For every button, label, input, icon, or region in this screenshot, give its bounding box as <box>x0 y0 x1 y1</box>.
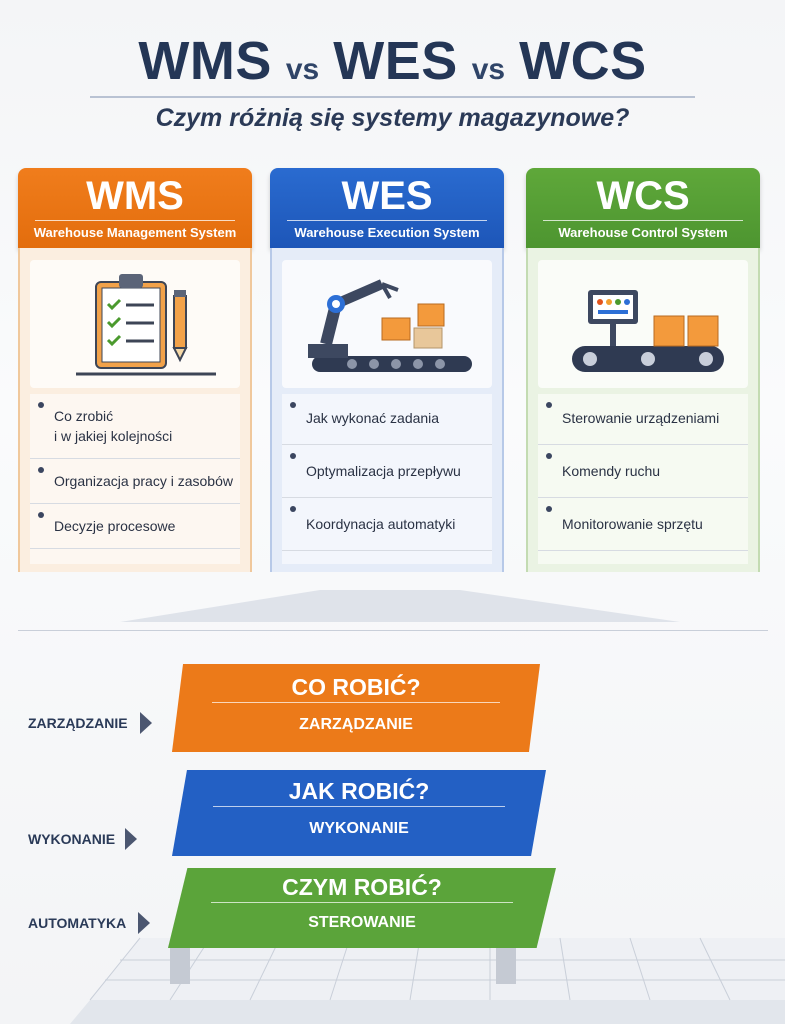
section-rule <box>18 630 768 631</box>
header-divider <box>35 220 235 221</box>
feature-list: Sterowanie urządzeniami Komendy ruchu Mo… <box>538 394 748 564</box>
list-item: Sterowanie urządzeniami <box>538 394 748 445</box>
column-header-wes: WES Warehouse Execution System <box>270 168 504 248</box>
tier-management: CO ROBIĆ? ZARZĄDZANIE <box>172 664 540 752</box>
column-wms: WMS Warehouse Management System <box>18 168 252 572</box>
arrow-right-icon <box>139 712 152 734</box>
tier-divider <box>210 902 514 903</box>
title-wes: WES <box>333 31 458 91</box>
list-item: Koordynacja automatyki <box>282 498 492 551</box>
column-header-wcs: WCS Warehouse Control System <box>526 168 760 248</box>
floor-grid <box>70 937 785 1024</box>
arrow-right-icon <box>138 912 151 934</box>
tier-control: CZYM ROBIĆ? STEROWANIE <box>168 868 556 948</box>
tier-label: STEROWANIE <box>308 914 416 931</box>
page-subtitle: Czym różnią się systemy magazynowe? <box>155 104 630 132</box>
feature-list: Jak wykonać zadania Optymalizacja przepł… <box>282 394 492 564</box>
tier-divider <box>212 702 500 703</box>
tier-question: JAK ROBIĆ? <box>288 778 430 804</box>
list-item: Optymalizacja przepływu <box>282 445 492 498</box>
tier-question: CO ROBIĆ? <box>291 674 421 700</box>
side-label-execution: WYKONANIE <box>28 828 138 850</box>
side-label-text: AUTOMATYKA <box>28 915 127 931</box>
list-item: Decyzje procesowe <box>30 504 240 549</box>
tier-question: CZYM ROBIĆ? <box>282 874 442 900</box>
page-title: WMS vs WES vs WCS <box>0 30 785 96</box>
side-label-management: ZARZĄDZANIE <box>28 712 152 734</box>
robot-arm-conveyor-icon <box>282 260 492 388</box>
tier-label: ZARZĄDZANIE <box>299 716 413 733</box>
column-full-name: Warehouse Execution System <box>294 225 480 240</box>
list-item: Organizacja pracy i zasobów <box>30 459 240 504</box>
list-item: Komendy ruchu <box>538 445 748 498</box>
header-divider <box>287 220 487 221</box>
header-divider <box>543 220 743 221</box>
side-label-automation: AUTOMATYKA <box>28 912 151 934</box>
title-vs-2: vs <box>471 53 506 86</box>
column-full-name: Warehouse Control System <box>558 225 728 240</box>
side-label-text: ZARZĄDZANIE <box>28 715 128 731</box>
list-item: Monitorowanie sprzętu <box>538 498 748 551</box>
title-divider <box>90 96 695 98</box>
column-header-wms: WMS Warehouse Management System <box>18 168 252 248</box>
title-wcs: WCS <box>519 31 647 91</box>
clipboard-checklist-icon <box>30 260 240 388</box>
tier-label: WYKONANIE <box>309 820 409 837</box>
tier-divider <box>213 806 505 807</box>
list-item: Jak wykonać zadania <box>282 394 492 445</box>
arrow-right-icon <box>125 828 138 850</box>
column-abbr: WMS <box>86 174 184 218</box>
column-wcs: WCS Warehouse Control System <box>526 168 760 572</box>
tier-execution: JAK ROBIĆ? WYKONANIE <box>172 770 546 856</box>
column-wes: WES Warehouse Execution System <box>270 168 504 572</box>
column-abbr: WES <box>341 174 433 218</box>
column-body: Sterowanie urządzeniami Komendy ruchu Mo… <box>526 248 760 572</box>
column-full-name: Warehouse Management System <box>33 225 237 240</box>
column-abbr: WCS <box>596 174 690 218</box>
column-body: Jak wykonać zadania Optymalizacja przepł… <box>270 248 504 572</box>
title-wms: WMS <box>138 31 272 91</box>
control-panel-conveyor-icon <box>538 260 748 388</box>
section-divider <box>120 590 680 622</box>
side-label-text: WYKONANIE <box>28 831 116 847</box>
title-vs-1: vs <box>285 53 320 86</box>
